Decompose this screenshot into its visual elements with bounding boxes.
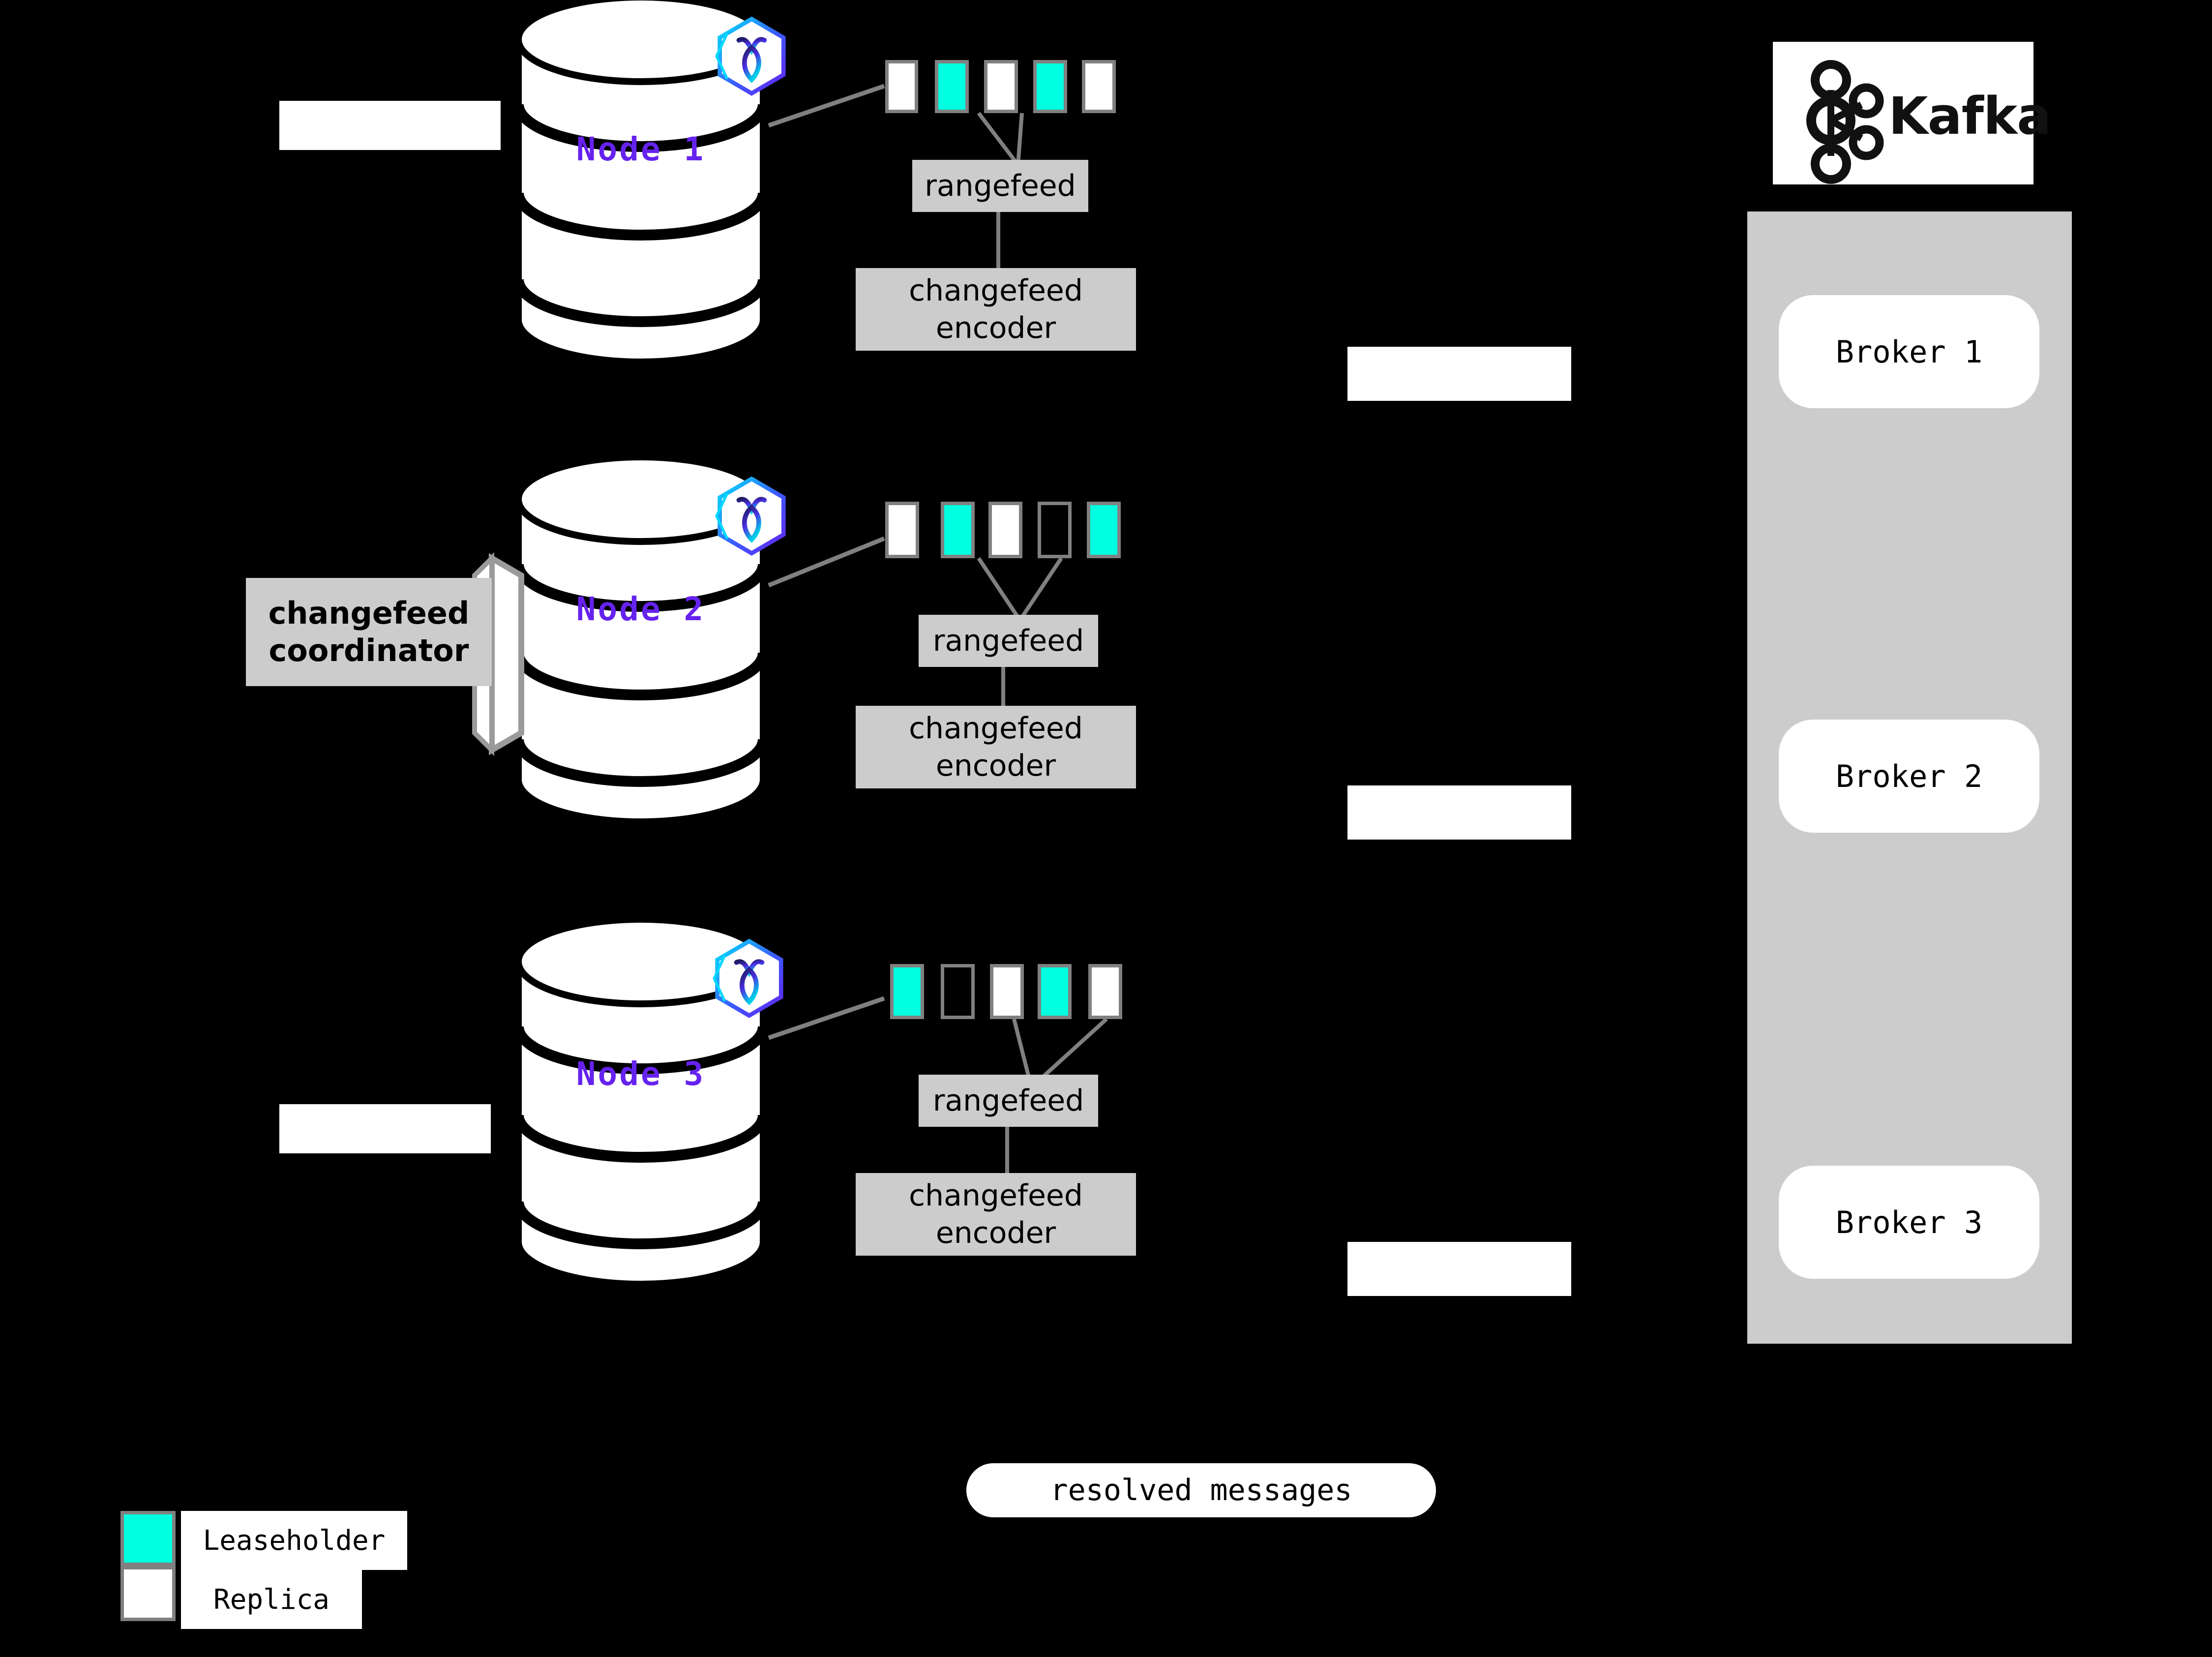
- broker-1-label: Broker 1: [1835, 333, 1983, 370]
- node-2-range-2[interactable]: [941, 502, 975, 558]
- node-3-range-1[interactable]: [890, 964, 924, 1019]
- node-2-range-5[interactable]: [1087, 502, 1121, 558]
- flow-line1: changefeed: [1378, 1314, 1541, 1346]
- encoder-line2: encoder: [935, 311, 1056, 345]
- coordinator-line1: changefeed: [268, 595, 470, 631]
- encoder-line2: encoder: [935, 1216, 1056, 1250]
- encoder-line1: changefeed: [909, 273, 1083, 308]
- kafka-logo-box: [1773, 42, 2033, 184]
- node-1-range-4[interactable]: [1033, 60, 1067, 113]
- node-3-hexagon-logo: [713, 938, 783, 1018]
- node-3-range-3[interactable]: [990, 964, 1024, 1019]
- broker-2-label: Broker 2: [1835, 758, 1983, 794]
- range-checkpoints-line2: checkpoints: [307, 279, 473, 311]
- node-1-rangefeed-box[interactable]: rangefeed: [912, 160, 1088, 212]
- node-3-range-5[interactable]: [1088, 964, 1122, 1019]
- range-checkpoints-line1: range: [345, 1176, 425, 1208]
- node-2-range-4[interactable]: [1038, 502, 1072, 558]
- node-3-range-connector: [768, 996, 885, 1040]
- broker-3-label: Broker 3: [1835, 1204, 1983, 1240]
- node-1-changefeed-encoder-box[interactable]: changefeed encoder: [856, 268, 1136, 351]
- encoder-line1: changefeed: [909, 711, 1083, 746]
- legend-label-leaseholder: Leaseholder: [181, 1511, 407, 1570]
- range-checkpoints-line1: range: [350, 173, 430, 205]
- node-1-range-connector: [768, 84, 885, 128]
- node-3-rangefeed-box[interactable]: rangefeed: [919, 1075, 1098, 1127]
- broker-3[interactable]: Broker 3: [1779, 1166, 2039, 1279]
- node-3-changefeed-encoder-box[interactable]: changefeed encoder: [856, 1173, 1136, 1256]
- node-3-cylinder: [513, 916, 769, 1288]
- kafka-wordmark: Kafka: [1888, 86, 2051, 146]
- node-1-range-1[interactable]: [885, 60, 918, 113]
- node-2-cylinder: [513, 453, 769, 825]
- node-2-rangefeed-box[interactable]: rangefeed: [919, 615, 1098, 667]
- changefeed-messages-label-3: changefeed messages: [1347, 1242, 1571, 1452]
- node-2-range-3[interactable]: [988, 502, 1022, 558]
- node-1-label: Node 1: [576, 130, 706, 168]
- node-1-rangefeed-label: rangefeed: [925, 169, 1076, 203]
- broker-1[interactable]: Broker 1: [1779, 295, 2039, 408]
- node-3-rangefeed-label: rangefeed: [932, 1084, 1084, 1118]
- encoder-line2: encoder: [935, 749, 1056, 783]
- changefeed-coordinator-box[interactable]: changefeed coordinator: [246, 578, 492, 686]
- cockroachdb-hexagon-logo: [715, 16, 786, 96]
- encoder-line1: changefeed: [909, 1178, 1083, 1213]
- broker-2[interactable]: Broker 2: [1779, 720, 2039, 833]
- flow-line1: changefeed: [1378, 419, 1541, 451]
- node-2-label: Node 2: [576, 590, 706, 628]
- node-2-changefeed-encoder-box[interactable]: changefeed encoder: [856, 706, 1136, 788]
- resolved-messages-label: resolved messages: [1050, 1473, 1352, 1507]
- node-2-range-connector: [768, 536, 885, 588]
- range-checkpoints-line2: checkpoints: [302, 1283, 468, 1315]
- legend-swatch-replica: [120, 1566, 176, 1621]
- legend-swatch-leaseholder: [120, 1511, 176, 1566]
- changefeed-messages-label-1: changefeed messages: [1347, 347, 1571, 557]
- node-2-rangefeed-label: rangefeed: [932, 624, 1084, 658]
- kafka-logo: [1806, 60, 1884, 184]
- resolved-messages-pill[interactable]: resolved messages: [966, 1463, 1436, 1517]
- changefeed-messages-label-2: changefeed messages: [1347, 785, 1571, 996]
- node-3-range-checkpoints-label: range checkpoints: [279, 1104, 491, 1315]
- node-3-range-4[interactable]: [1038, 964, 1072, 1019]
- node-2-range-1[interactable]: [885, 502, 919, 558]
- node-1-range-2[interactable]: [935, 60, 969, 113]
- node-3-label: Node 3: [576, 1055, 706, 1093]
- legend-label-replica: Replica: [181, 1570, 362, 1629]
- flow-line2: messages: [1390, 1420, 1528, 1452]
- node-1-range-checkpoints-label: range checkpoints: [279, 101, 501, 311]
- node-3-range-2[interactable]: [941, 964, 975, 1019]
- node-1-range-5[interactable]: [1082, 60, 1116, 113]
- node-1-range-3[interactable]: [984, 60, 1018, 113]
- flow-line2: messages: [1390, 525, 1528, 557]
- flow-line2: messages: [1390, 964, 1528, 996]
- node-2-hexagon-logo: [715, 476, 786, 556]
- flow-line1: changefeed: [1378, 858, 1541, 890]
- coordinator-line2: coordinator: [269, 633, 469, 668]
- node-1-cylinder: [513, 0, 769, 365]
